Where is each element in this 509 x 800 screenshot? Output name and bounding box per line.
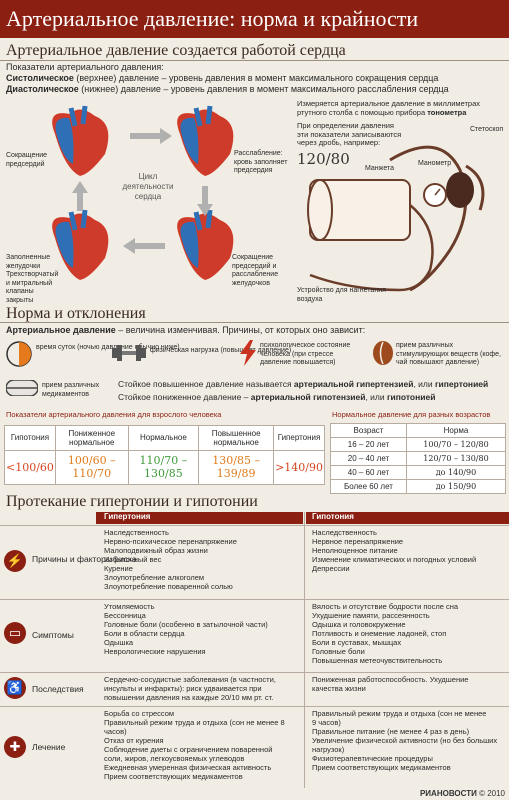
- table-cell: Более 60 лет: [330, 479, 407, 494]
- lightning-icon: ⚡: [4, 550, 26, 572]
- heart-icon: [177, 209, 234, 280]
- table-cell: 100/70 – 120/80: [405, 437, 507, 452]
- pill-icon: [6, 380, 38, 396]
- column-header-hypertension: Гипертония: [96, 512, 303, 524]
- heart-cycle-illustration: [52, 105, 234, 280]
- label-cuff: Манжета: [365, 165, 395, 172]
- section-title-norm: Норма и отклонения: [6, 305, 146, 322]
- hypotension-definition: Стойкое пониженное давление – артериальн…: [118, 392, 436, 402]
- adult-table-title: Показатели артериального давления для вз…: [6, 410, 222, 419]
- table-header: Повышенное нормальное: [198, 425, 275, 451]
- table-row: [0, 706, 509, 786]
- age-table-title: Нормальное давление для разных возрастов: [332, 410, 491, 419]
- table-cell: 120/70 – 130/80: [405, 451, 507, 466]
- table-cell: 130/85 – 139/89: [198, 449, 275, 486]
- adult-bp-table: Гипотония Пониженное нормальное Нормальн…: [4, 425, 325, 486]
- table-cell: >140/90: [273, 449, 325, 486]
- record-text: При определении давления эти показатели …: [297, 121, 402, 147]
- column-divider: [304, 512, 305, 788]
- heart-icon: [52, 105, 109, 176]
- pump-bulb-icon: [446, 172, 474, 208]
- systolic-definition: Систолическое (верхнее) давление – урове…: [6, 73, 439, 83]
- heart-icon: [52, 209, 109, 280]
- bp-intro: Показатели артериального давления:: [6, 62, 164, 72]
- row-label-symptoms: Симптомы: [32, 630, 74, 640]
- table-cell: 20 – 40 лет: [330, 451, 407, 466]
- table-header: Нормальное: [127, 425, 200, 451]
- table-cell: 16 – 20 лет: [330, 437, 407, 452]
- column-header-hypotension: Гипотония: [306, 512, 509, 524]
- divider: [0, 322, 509, 323]
- row-label-consequences: Последствия: [32, 684, 84, 694]
- section-title-heart: Артериальное давление создается работой …: [6, 42, 346, 59]
- hypertension-consequences: Сердечно-сосудистые заболевания (в частн…: [104, 675, 276, 702]
- row-label-causes: Причины и факторы риска: [32, 554, 137, 564]
- table-header: Возраст: [330, 423, 407, 438]
- section-title-course: Протекание гипертонии и гипотонии: [6, 493, 258, 510]
- tonometer-illustration: [307, 145, 485, 292]
- clock-icon: [6, 341, 32, 367]
- bp-definition: Артериальное давление – величина изменчи…: [6, 325, 366, 335]
- diastolic-definition: Диастолическое (нижнее) давление – урове…: [6, 84, 449, 94]
- table-row: [0, 525, 509, 597]
- table-cell: до 140/90: [405, 465, 507, 480]
- table-header: Норма: [405, 423, 507, 438]
- table-cell: 40 – 60 лет: [330, 465, 407, 480]
- heart-icon: [177, 105, 234, 176]
- table-cell: 110/70 – 130/85: [127, 449, 200, 486]
- label-pump: Устройство для нагнетания воздуха: [297, 287, 386, 303]
- table-header: Пониженное нормальное: [54, 425, 129, 451]
- page-title: Артериальное давление: норма и крайности: [6, 6, 419, 31]
- table-header: Гипертония: [273, 425, 325, 451]
- factor-time-of-day: время суток (ночью давление обычно ниже): [36, 344, 180, 351]
- table-row: [0, 672, 509, 704]
- cross-icon: ✚: [4, 736, 26, 758]
- hypertension-definition: Стойкое повышенное давление называется а…: [118, 379, 489, 389]
- brand-logo: РИАНОВОСТИ: [419, 789, 477, 798]
- factor-psychological: психологическое состояние человека (при …: [260, 342, 351, 366]
- heart-label-filled-ventricles: Заполненные желудочки Трехстворчатый и м…: [6, 254, 59, 304]
- divider: [0, 60, 509, 61]
- heart-label-ventricle-relaxation: Сокращение предсердий и расслабление жел…: [232, 254, 279, 287]
- measure-text: Измеряется артериальное давление в милли…: [297, 99, 481, 117]
- dumbbell-icon: [112, 345, 146, 361]
- heart-label-relaxation: Расслабление: кровь заполняет предсердия: [234, 150, 288, 174]
- person-icon: ♿: [4, 677, 26, 699]
- heart-label-atrial-contraction: Сокращение предсердий: [6, 152, 48, 168]
- table-cell: до 150/90: [405, 479, 507, 494]
- table-cell: <100/60: [4, 449, 56, 486]
- factor-medication: прием различных медикаментов: [42, 382, 100, 398]
- table-cell: 100/60 – 110/70: [54, 449, 129, 486]
- copyright: © 2010: [479, 789, 505, 798]
- factor-physical-load: физическая нагрузка (повышает давление): [150, 347, 292, 354]
- table-row: [0, 599, 509, 669]
- header-bar: Артериальное давление: норма и крайности: [0, 0, 509, 38]
- lightning-icon: [240, 340, 256, 366]
- coffee-bean-icon: [373, 341, 393, 365]
- cycle-label: Цикл деятельности сердца: [122, 172, 174, 201]
- factor-stimulants: прием различных стимулирующих веществ (к…: [396, 342, 501, 366]
- row-label-treatment: Лечение: [32, 742, 66, 752]
- table-header: Гипотония: [4, 425, 56, 451]
- footer: РИАНОВОСТИ © 2010: [420, 789, 505, 798]
- label-manometer: Манометр: [418, 160, 452, 167]
- example-value: 120/80: [297, 150, 350, 168]
- label-stethoscope: Стетоскоп: [470, 126, 504, 133]
- hypotension-treatment: Правильный режим труда и отдыха (сон не …: [312, 709, 498, 772]
- bed-icon: ▭: [4, 622, 26, 644]
